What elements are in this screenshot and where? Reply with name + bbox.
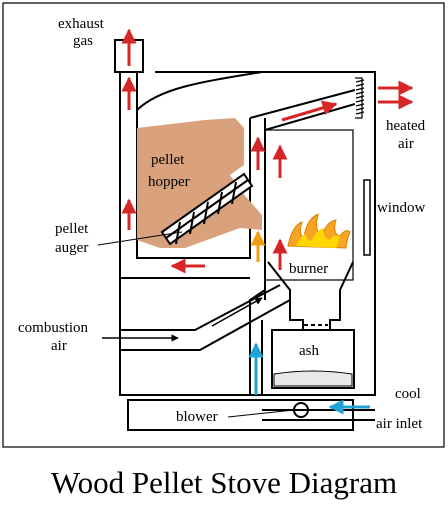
ash-drawer [271, 329, 355, 389]
label-combustion-air-2: air [51, 338, 67, 354]
hopper-top-slope [136, 71, 263, 111]
heated-air-channel-arrow [281, 100, 338, 122]
blower-air-duct [249, 289, 266, 395]
label-heated-air-1: heated [386, 118, 426, 134]
diagram-title: Wood Pellet Stove Diagram [51, 465, 397, 500]
label-combustion-air-1: combustion [18, 320, 88, 336]
stove-window [363, 179, 371, 256]
label-pellet-auger-2: auger [55, 240, 88, 256]
label-exhaust-gas: gas [73, 33, 93, 49]
pellets-fill [137, 118, 262, 248]
label-heated-air-2: air [398, 136, 414, 152]
label-window: window [377, 200, 426, 216]
heat-exchanger-fins [355, 77, 365, 119]
label-pellet-hopper-1: pellet [151, 152, 185, 168]
frame-border [2, 2, 445, 448]
label-exhaust: exhaust [58, 16, 105, 32]
cool-air-inlet-channel [262, 409, 375, 421]
ash-pile [273, 370, 353, 387]
combustion-air-duct-arrow [211, 297, 263, 327]
flame-icon [287, 213, 351, 249]
label-pellet-hopper-2: hopper [148, 174, 190, 190]
burn-chamber [264, 129, 354, 281]
label-burner: burner [289, 261, 328, 277]
label-ash: ash [299, 343, 319, 359]
stove-base [127, 399, 354, 431]
label-pellet-auger-1: pellet [55, 221, 89, 237]
heat-exchanger-top [249, 89, 356, 119]
heat-exchanger-top-2 [264, 103, 356, 131]
label-cool-air-2: air inlet [376, 416, 423, 432]
label-cool-air-1: cool [395, 386, 421, 402]
blower-leader [227, 409, 295, 418]
pellet-auger [160, 172, 254, 246]
burn-pot-funnel [267, 261, 354, 330]
pellet-auger-leader [97, 231, 183, 246]
label-blower: blower [176, 409, 218, 425]
